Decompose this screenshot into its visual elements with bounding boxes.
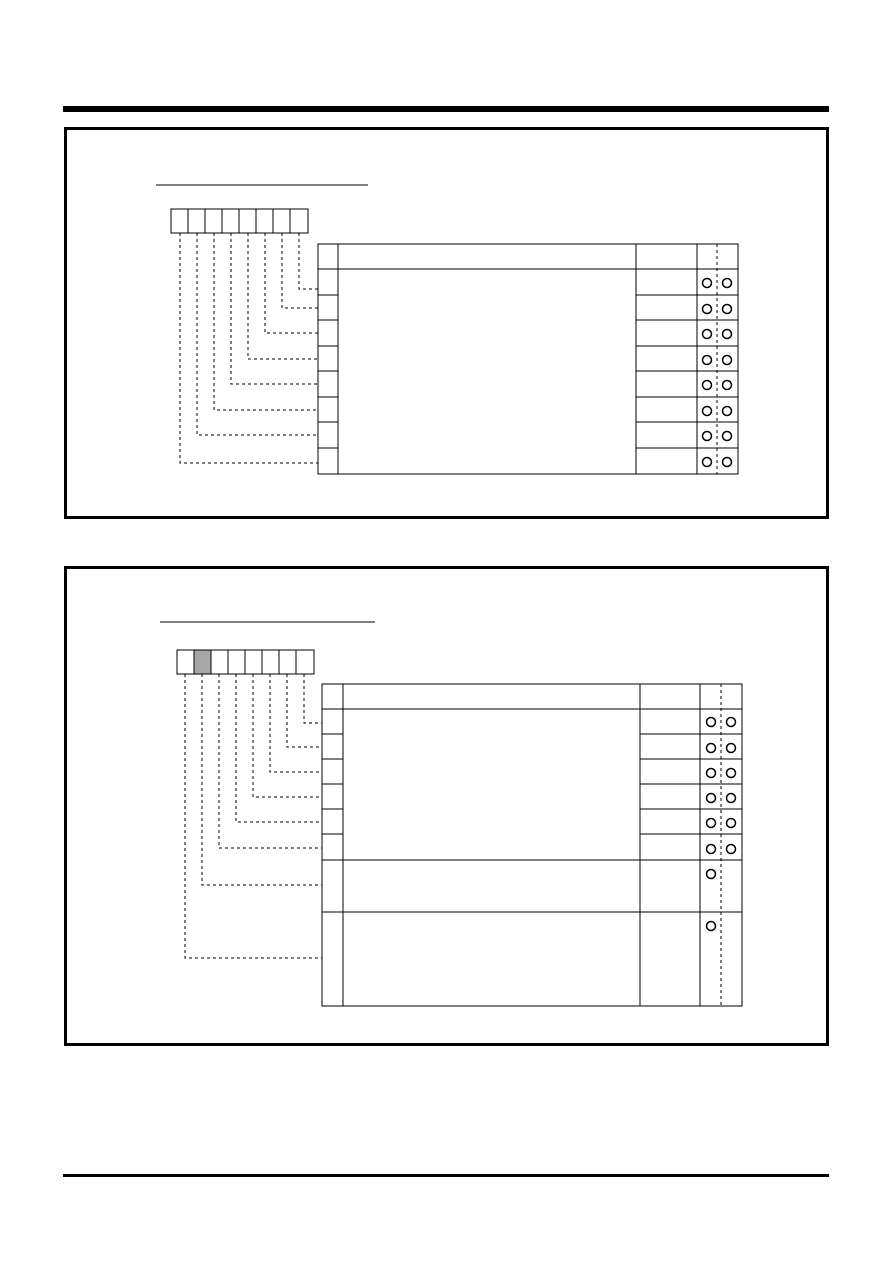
register-diagram-2: [160, 621, 743, 1007]
option-markers: [701, 277, 733, 468]
shaded-bit: [193, 649, 212, 675]
register-panel-1: [64, 127, 829, 519]
option-markers: [705, 716, 737, 932]
header-rule: [63, 106, 829, 112]
bit-leader-lines: [184, 674, 322, 959]
register-panel-2: [64, 566, 829, 1046]
register-diagram-1: [156, 184, 739, 475]
field-table: [321, 683, 743, 1007]
field-table: [317, 243, 739, 475]
footer-rule: [63, 1174, 829, 1177]
bit-leader-lines: [179, 233, 318, 464]
